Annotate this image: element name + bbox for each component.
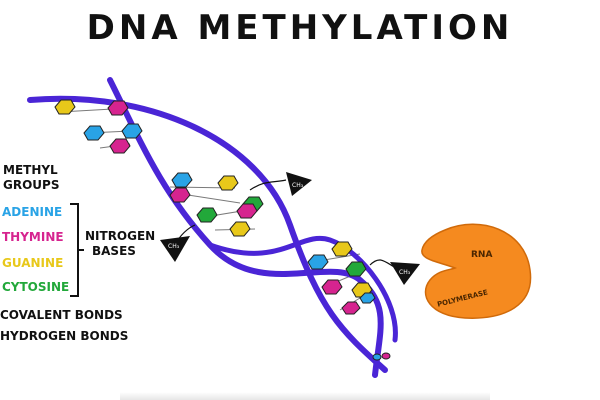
rna-polymerase-label-line1: RNA (471, 250, 492, 260)
base-cytosine (346, 262, 366, 276)
base-adenine (172, 173, 192, 187)
rna-polymerase: RNA POLYMERASE (422, 224, 531, 318)
base-thymine (382, 353, 390, 359)
base-adenine (84, 126, 104, 140)
legend-bracket (70, 204, 84, 296)
base-thymine (110, 139, 130, 153)
methyl-tag-text: CH₃ (168, 243, 180, 250)
covalent-bonds (175, 180, 396, 268)
base-adenine (373, 354, 381, 360)
dna-backbone-strand-1 (30, 99, 385, 370)
base-guanine (55, 100, 75, 114)
base-guanine (230, 222, 250, 236)
base-adenine (308, 255, 328, 269)
base-cytosine (197, 208, 217, 222)
methyl-tag-text: CH₃ (399, 269, 411, 276)
base-thymine (342, 302, 360, 314)
base-thymine (237, 204, 257, 218)
base-thymine (322, 280, 342, 294)
methyl-tag-text: CH₃ (292, 182, 304, 189)
base-thymine (170, 188, 190, 202)
